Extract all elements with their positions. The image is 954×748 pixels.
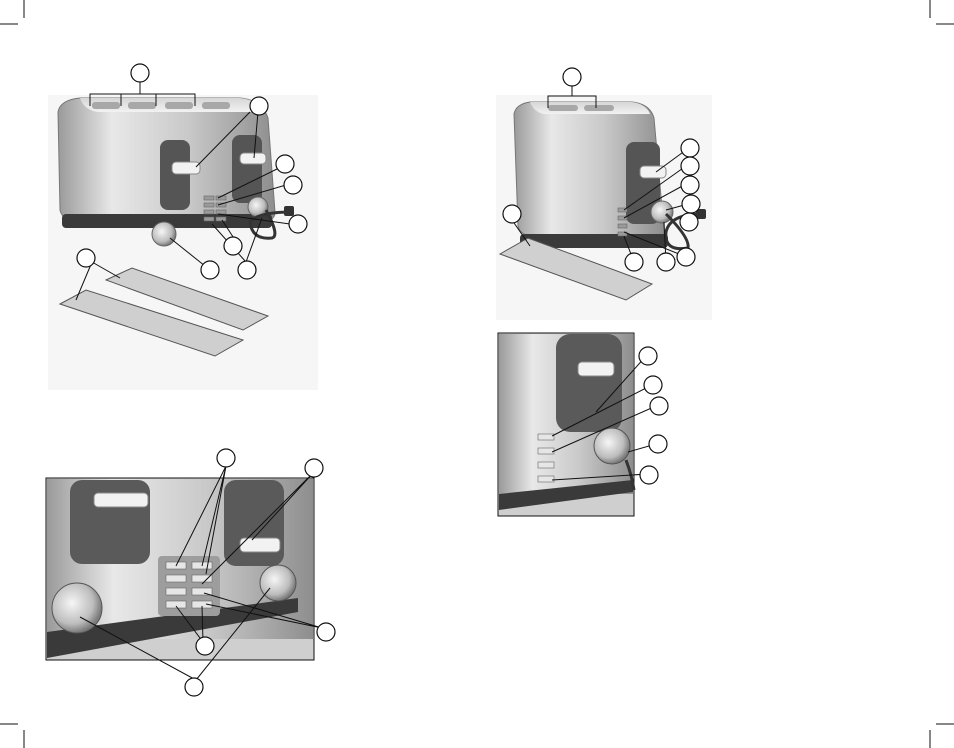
callout-circle [657,253,675,271]
detail-lever-handle-left [94,493,148,507]
callout-circle [284,176,302,194]
callout-circle [238,261,256,279]
callout-circle [681,157,699,175]
two-slice-toaster-figure [496,68,712,320]
callout-circle [650,397,668,415]
callout-circle [681,139,699,157]
lever-handle-left [172,162,200,174]
two-slice-detail-figure [498,333,668,516]
callout-circle [625,253,643,271]
callout-circle [644,376,662,394]
detail-knob-left [52,583,102,633]
callout-circle [217,449,235,467]
callout-circle [640,466,658,484]
callout-circle [317,623,335,641]
plug [284,206,294,216]
lever-slot-left [160,140,190,210]
callout-circle [250,97,268,115]
detail-lever-handle [578,362,614,376]
callout-circle [196,637,214,655]
detail-knob-right [260,565,296,601]
callout-circle [77,249,95,267]
callout-circle [563,68,581,86]
callout-circle [224,237,242,255]
callout-circle [185,678,203,696]
callout-circle [276,155,294,173]
detail-knob [594,428,630,464]
four-slice-toaster-figure [48,64,318,390]
detail-callouts [639,347,668,484]
callout-circle [305,459,323,477]
callout-circle [131,64,149,82]
four-slice-detail-figure [46,449,335,696]
callout-circle [649,435,667,453]
lever-handle-right [240,153,266,164]
browning-knob-left [152,222,176,246]
callout-circle [639,347,657,365]
callout-circle [503,205,521,223]
callout-circle [680,213,698,231]
callout-circle [201,261,219,279]
callout-circle [289,215,307,233]
callout-circle [682,195,700,213]
callout-circle [677,248,695,266]
lever-slot-right [232,135,262,203]
callout-circle [681,176,699,194]
